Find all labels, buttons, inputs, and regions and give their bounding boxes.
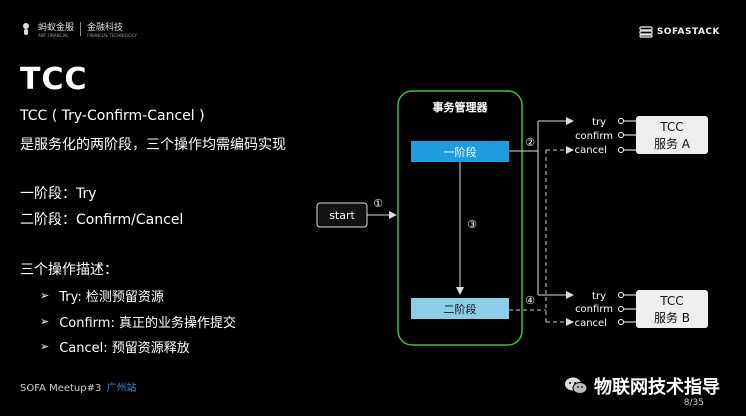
tcc-description: 是服务化的两阶段，三个操作均需编码实现 xyxy=(20,137,286,153)
transaction-manager xyxy=(397,90,523,346)
logo-left-text: 蚂蚁金服 xyxy=(38,23,75,33)
tm-label: 事务管理器 xyxy=(433,100,489,114)
phase-one-label: 一阶段 xyxy=(444,145,477,159)
phase-one-text: 一阶段：Try xyxy=(20,186,97,202)
bullet-confirm: ➢ Confirm: 真正的业务操作提交 xyxy=(40,312,236,331)
company-logo: 蚂蚁金服 ANT FINANCIAL 金融科技 FINANCIAL TECHNO… xyxy=(20,20,137,38)
wechat-account-name: 物联网技术指导 xyxy=(594,377,720,398)
service-b-node xyxy=(636,290,708,328)
phase-two-text: 二阶段：Confirm/Cancel xyxy=(20,212,184,228)
service-a-op-try: try xyxy=(592,117,606,128)
logo-left-sub: ANT FINANCIAL xyxy=(38,33,69,38)
service-b-op-cancel: cancel xyxy=(575,318,607,329)
logo-fintech-text: 金融科技 xyxy=(87,23,124,33)
service-a-port-try xyxy=(618,118,624,124)
service-a-port-cancel xyxy=(618,147,624,153)
bullet-try-text: Try: 检测预留资源 xyxy=(59,290,164,305)
tcc-definition: TCC ( Try-Confirm-Cancel ) xyxy=(20,108,205,124)
service-b-op-try: try xyxy=(592,291,606,302)
service-b-port-cancel xyxy=(618,319,624,325)
page-number: 8/35 xyxy=(683,398,704,408)
service-a-op-cancel: cancel xyxy=(575,145,607,156)
sofastack-logo-icon xyxy=(639,26,653,38)
service-b-port-try xyxy=(618,292,624,298)
sofastack-logo: SOFASTACK xyxy=(639,26,720,38)
footer-event: SOFA Meetup#3 广州站 xyxy=(20,379,137,394)
slide-title: TCC xyxy=(20,62,88,97)
service-b-line2: 服务 B xyxy=(654,310,690,325)
bullet-confirm-text: Confirm: 真正的业务操作提交 xyxy=(59,316,236,331)
bullet-arrow-icon: ➢ xyxy=(40,289,50,302)
logo-fintech-sub: FINANCIAL TECHNOLOGY xyxy=(87,33,137,38)
logo-left-group: 蚂蚁金服 ANT FINANCIAL xyxy=(38,20,74,38)
start-label: start xyxy=(329,209,355,222)
step-4-label: ④ xyxy=(525,294,535,307)
logo-right-group: 金融科技 FINANCIAL TECHNOLOGY xyxy=(87,20,137,38)
step-1-label: ① xyxy=(373,197,383,210)
service-b-line1: TCC xyxy=(659,294,683,308)
service-b-op-confirm: confirm xyxy=(575,304,613,315)
logo-divider xyxy=(80,22,82,36)
service-a-op-confirm: confirm xyxy=(575,131,613,142)
bullet-arrow-icon: ➢ xyxy=(40,315,50,328)
sofastack-logo-text: SOFASTACK xyxy=(656,27,720,37)
bullet-try: ➢ Try: 检测预留资源 xyxy=(40,286,164,305)
ant-logo-icon xyxy=(23,23,29,35)
service-a-port-confirm xyxy=(618,132,624,138)
phase-one-node xyxy=(411,141,509,162)
phase-two-node xyxy=(411,298,509,319)
step-2-label: ② xyxy=(525,136,535,149)
footer-event-name: SOFA Meetup#3 xyxy=(20,383,102,394)
step-3-label: ③ xyxy=(467,218,477,231)
operations-heading: 三个操作描述： xyxy=(20,262,118,278)
service-b-port-confirm xyxy=(618,306,624,312)
bullet-cancel: ➢ Cancel: 预留资源释放 xyxy=(40,337,190,356)
phase-two-label: 二阶段 xyxy=(444,302,477,316)
bullet-cancel-text: Cancel: 预留资源释放 xyxy=(59,341,190,356)
wechat-icon xyxy=(565,377,588,394)
bullet-arrow-icon: ➢ xyxy=(40,340,50,353)
wechat-watermark: 物联网技术指导 xyxy=(564,373,720,399)
service-a-line1: TCC xyxy=(659,120,683,134)
service-a-line2: 服务 A xyxy=(654,136,691,151)
footer-city: 广州站 xyxy=(106,383,137,394)
service-a-node xyxy=(636,116,708,154)
